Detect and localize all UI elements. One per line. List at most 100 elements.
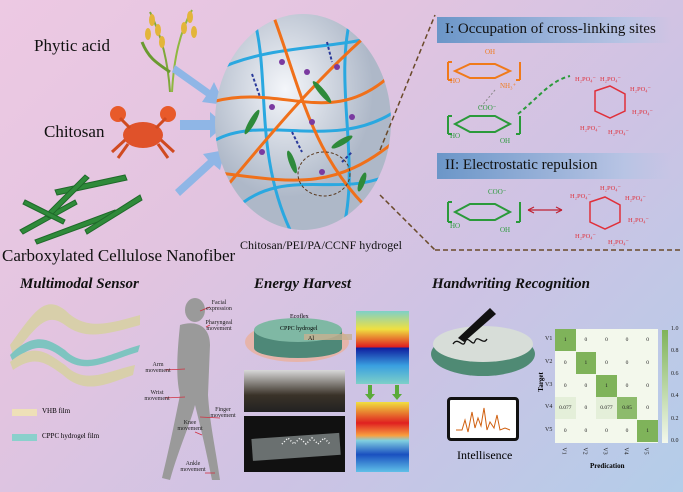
matrix-cell: 0 — [575, 329, 597, 351]
matrix-cell: 0 — [637, 397, 658, 420]
colorbar-tick: 0.4 — [671, 393, 679, 400]
ho-text: HO — [450, 77, 460, 85]
matrix-cell: 0 — [616, 420, 638, 443]
matrix-cell: 0 — [637, 374, 658, 397]
label-pharyngeal: Pharyngeal movement — [205, 320, 233, 332]
cppc-legend-swatch — [12, 434, 37, 441]
col-tick-label: V2 — [581, 447, 588, 455]
matrix-cell: 0.85 — [616, 397, 638, 420]
matrix-cell: 0 — [575, 397, 597, 420]
matrix-cell: 0 — [596, 329, 617, 351]
svg-text:H₂PO₄⁻: H₂PO₄⁻ — [608, 239, 630, 246]
svg-text:H₂PO₄⁻: H₂PO₄⁻ — [580, 125, 602, 132]
repulsion-arrow-icon — [527, 206, 563, 214]
matrix-cell: 0 — [555, 374, 576, 397]
matrix-cell: 1 — [596, 374, 617, 397]
handwriting-pad-diagram — [431, 308, 535, 376]
svg-text:H₂PO₄⁻: H₂PO₄⁻ — [628, 217, 650, 224]
rice-plant-icon — [140, 9, 197, 92]
vhb-legend-label: VHB film — [42, 407, 71, 415]
matrix-cell: 0 — [616, 351, 638, 374]
cppc-layer-label: CPPC hydrogel — [280, 326, 318, 332]
pen-icon — [458, 308, 496, 342]
matrix-cell: 0 — [555, 351, 576, 374]
label-ankle: Ankle movement — [180, 461, 206, 473]
potential-simulation-2 — [356, 402, 409, 472]
sensor-film-layers — [10, 304, 140, 387]
potential-simulation-1 — [356, 311, 409, 384]
col-tick-label: V5 — [643, 447, 650, 455]
colorbar-tick: 0.2 — [671, 415, 679, 422]
mechanism-one-structures: OH HO NH₃⁺ COO⁻ HO OH H₂PO₄⁻H₂PO₄⁻H₂PO₄⁻… — [447, 48, 654, 145]
mechanism-two-header: II: Electrostatic repulsion — [437, 153, 672, 179]
matrix-cell: 1 — [555, 329, 576, 351]
svg-text:H₂PO₄⁻: H₂PO₄⁻ — [625, 195, 647, 202]
matrix-cell: 1 — [637, 420, 658, 443]
matrix-cell: 0 — [575, 420, 597, 443]
coo-text: COO⁻ — [478, 104, 497, 112]
matrix-cell: 0 — [637, 351, 658, 374]
svg-text:HO: HO — [450, 132, 460, 140]
matrix-cell: 0 — [596, 420, 617, 443]
hydrogel-caption: Chitosan/PEI/PA/CCNF hydrogel — [240, 238, 402, 252]
phytic-acid-structure: H₂PO₄⁻H₂PO₄⁻H₂PO₄⁻H₂PO₄⁻H₂PO₄⁻H₂PO₄⁻ — [575, 76, 654, 136]
phytic-acid-label: Phytic acid — [34, 36, 111, 55]
row-tick-label: V1 — [545, 336, 553, 342]
col-tick-label: V1 — [560, 447, 567, 455]
svg-text:H₂PO₄⁻: H₂PO₄⁻ — [570, 193, 592, 200]
chitosan-label: Chitosan — [44, 122, 105, 141]
row-tick-label: V3 — [545, 381, 553, 388]
matrix-cell: 1 — [575, 351, 597, 374]
label-finger: Finger movement — [210, 407, 236, 419]
led-array-photo — [244, 416, 345, 472]
oh-text: OH — [485, 48, 495, 56]
colorbar-tick: 0.0 — [671, 438, 679, 444]
label-arm: Arm movement — [145, 362, 171, 374]
label-facial: Facial expression — [206, 300, 232, 312]
matrix-cell: 0.077 — [555, 397, 576, 420]
x-axis-label: Predication — [590, 462, 625, 470]
colorbar — [662, 330, 668, 443]
svg-text:H₂PO₄⁻: H₂PO₄⁻ — [608, 129, 630, 136]
matrix-cell: 0 — [596, 351, 617, 374]
colorbar-tick: 1.0 — [671, 326, 679, 332]
svg-text:OH: OH — [500, 137, 510, 145]
al-label: Al — [308, 336, 314, 342]
svg-text:OH: OH — [500, 226, 510, 234]
matrix-cell: 0 — [616, 329, 638, 351]
vhb-legend-swatch — [12, 409, 37, 416]
svg-text:H₂PO₄⁻: H₂PO₄⁻ — [575, 76, 597, 83]
matrix-cell: 0 — [575, 374, 597, 397]
col-tick-label: V4 — [622, 447, 629, 455]
row-tick-label: V2 — [545, 358, 553, 365]
test-setup-photo — [244, 370, 345, 412]
zoom-connector-lines — [379, 14, 683, 251]
tablet-signal-display — [447, 397, 519, 441]
nh3-text: NH₃⁺ — [500, 82, 517, 90]
mechanism-one-header: I: Occupation of cross-linking sites — [437, 17, 672, 43]
colorbar-tick: 0.8 — [671, 348, 679, 355]
row-tick-label: V5 — [545, 427, 553, 434]
matrix-cell: 0 — [616, 374, 638, 397]
colorbar-tick: 0.6 — [671, 370, 679, 377]
y-axis-label: Target — [536, 372, 545, 392]
svg-text:H₂PO₄⁻: H₂PO₄⁻ — [600, 185, 622, 192]
svg-text:H₂PO₄⁻: H₂PO₄⁻ — [600, 76, 622, 83]
mechanism-two-structures: COO⁻ HO OH H₂PO₄⁻H₂PO₄⁻H₂PO₄⁻H₂PO₄⁻H₂PO₄… — [447, 185, 650, 246]
label-knee: Knee movement — [177, 420, 203, 432]
nanofiber-leaves-icon — [19, 174, 143, 245]
matrix-cell: 0.077 — [596, 397, 617, 420]
ecoflex-label: Ecoflex — [290, 314, 309, 320]
human-body-figure — [162, 298, 221, 480]
sensor-title: Multimodal Sensor — [20, 276, 139, 292]
svg-text:H₂PO₄⁻: H₂PO₄⁻ — [575, 233, 597, 240]
svg-text:H₂PO₄⁻: H₂PO₄⁻ — [630, 86, 652, 93]
handwriting-title: Handwriting Recognition — [432, 276, 590, 292]
row-tick-label: V4 — [545, 404, 553, 411]
teng-device-diagram — [245, 318, 352, 362]
svg-text:H₂PO₄⁻: H₂PO₄⁻ — [632, 109, 654, 116]
coo-text: COO⁻ — [488, 188, 507, 196]
device-label: Intellisence — [457, 448, 513, 462]
cppc-legend-label: CPPC hydrogel film — [42, 432, 100, 440]
